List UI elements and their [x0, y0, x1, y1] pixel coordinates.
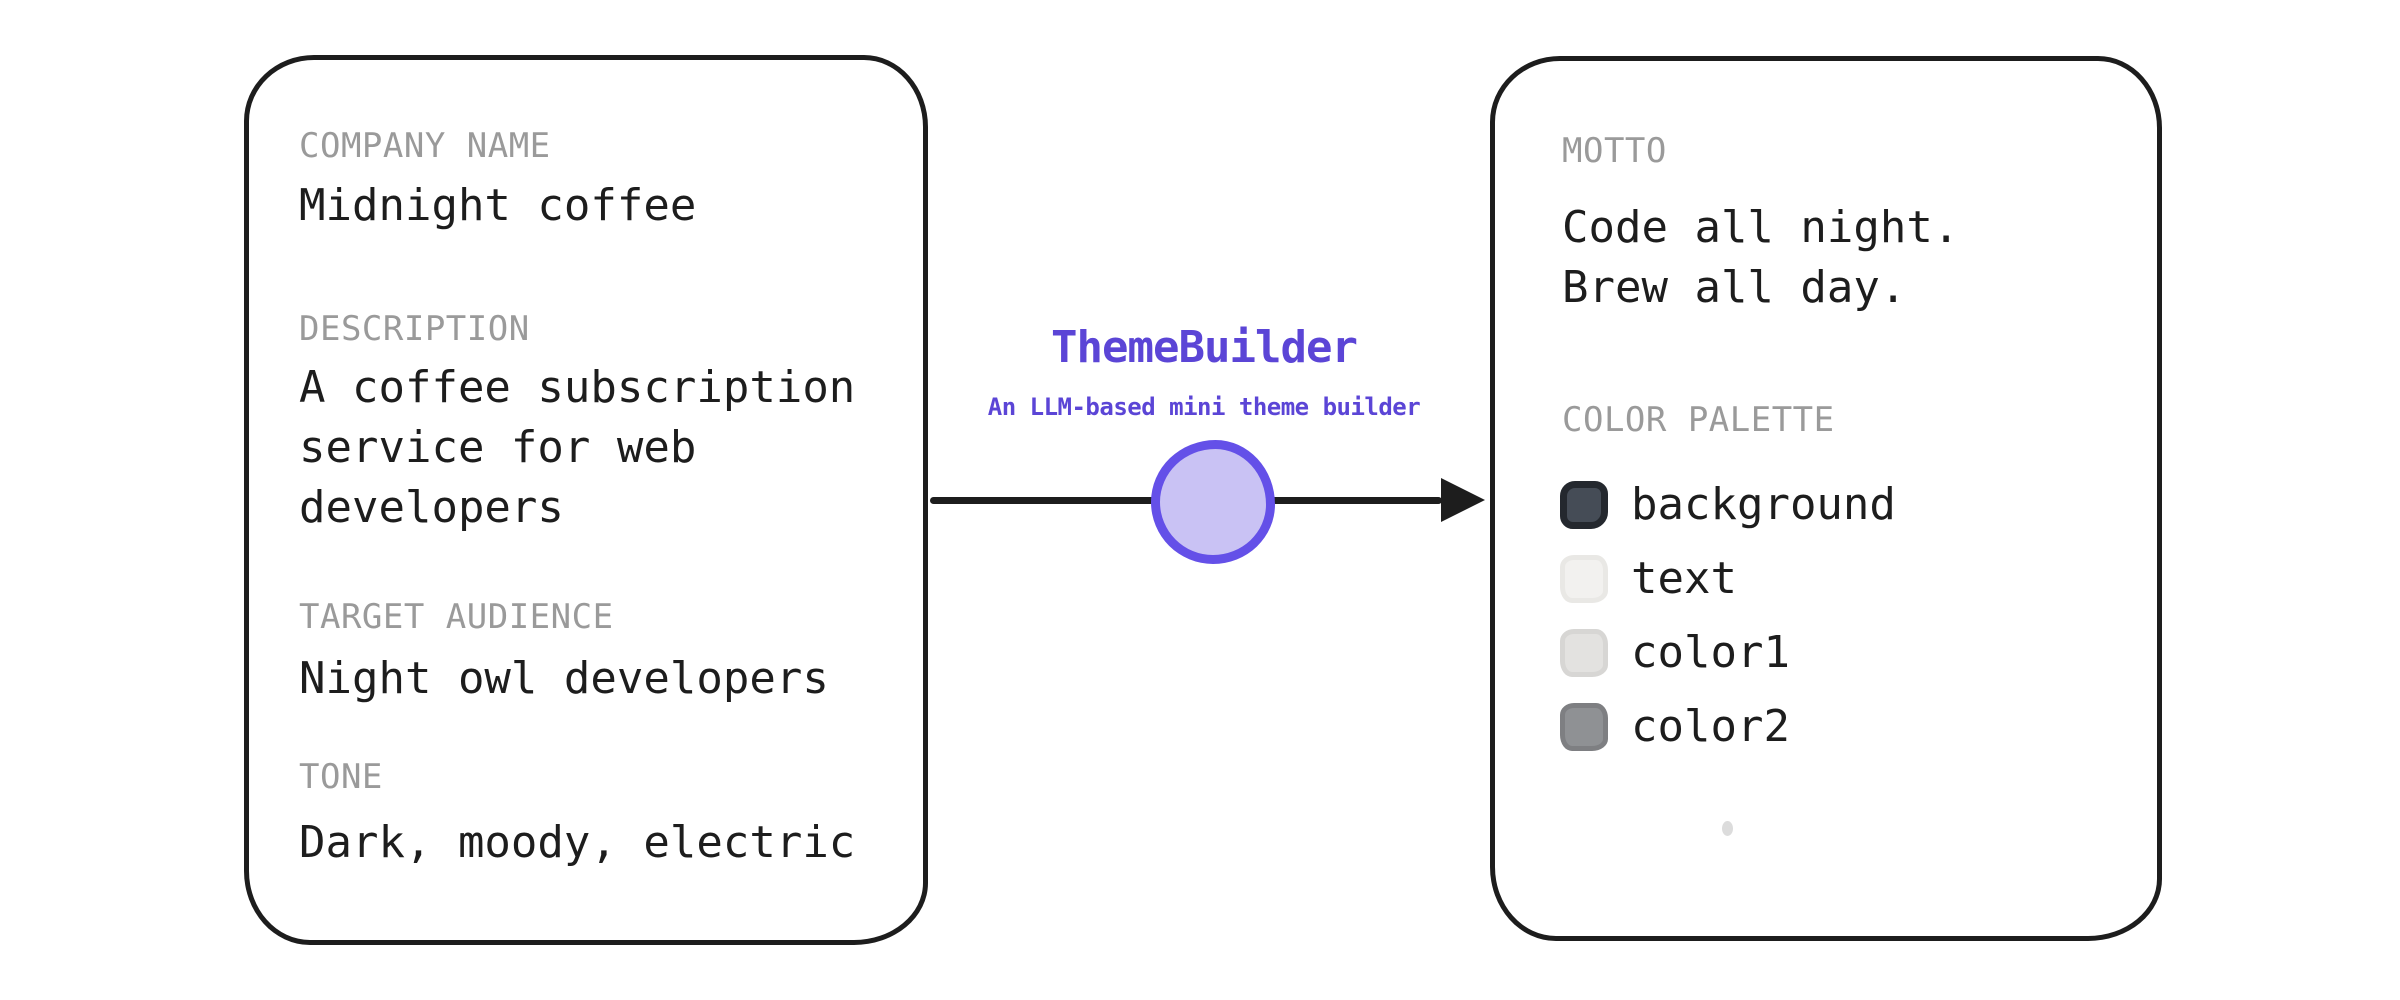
color-palette-label: COLOR PALETTE — [1562, 400, 1835, 440]
motto-line-1: Code all night. — [1562, 202, 1960, 253]
processor-title: ThemeBuilder — [1051, 322, 1358, 373]
motto-line-2: Brew all day. — [1562, 262, 1907, 313]
text-color-swatch-icon — [1560, 555, 1608, 603]
color2-swatch-icon — [1560, 703, 1608, 751]
motto-value: Code all night. Brew all day. — [1562, 198, 1959, 318]
palette-row-color2: color2 — [1560, 703, 1896, 751]
palette-row-background: background — [1560, 481, 1896, 529]
processor-subtitle: An LLM-based mini theme builder — [987, 393, 1421, 421]
field-label-tone: TONE — [299, 757, 383, 797]
stray-ink-dot — [1722, 821, 1733, 836]
palette-row-text: text — [1560, 555, 1896, 603]
palette-entry-name: text — [1631, 553, 1737, 604]
background-color-swatch-icon — [1560, 481, 1608, 529]
field-value-company-name: Midnight coffee — [299, 180, 697, 231]
flow-arrow-head-icon — [1441, 478, 1485, 522]
color-palette-list: background text color1 color2 — [1560, 481, 1896, 751]
processor-node-circle — [1151, 440, 1275, 564]
field-value-target-audience: Night owl developers — [299, 653, 829, 704]
input-card: COMPANY NAME Midnight coffee DESCRIPTION… — [244, 55, 928, 945]
field-label-company-name: COMPANY NAME — [299, 126, 551, 166]
field-label-target-audience: TARGET AUDIENCE — [299, 597, 614, 637]
color1-swatch-icon — [1560, 629, 1608, 677]
motto-label: MOTTO — [1562, 131, 1667, 171]
field-value-tone: Dark, moody, electric — [299, 817, 856, 868]
palette-row-color1: color1 — [1560, 629, 1896, 677]
palette-entry-name: color2 — [1631, 701, 1790, 752]
palette-entry-name: color1 — [1631, 627, 1790, 678]
field-value-description: A coffee subscription service for web de… — [299, 362, 856, 533]
palette-entry-name: background — [1631, 479, 1896, 530]
field-label-description: DESCRIPTION — [299, 309, 530, 349]
output-card: MOTTO Code all night. Brew all day. COLO… — [1490, 56, 2162, 941]
